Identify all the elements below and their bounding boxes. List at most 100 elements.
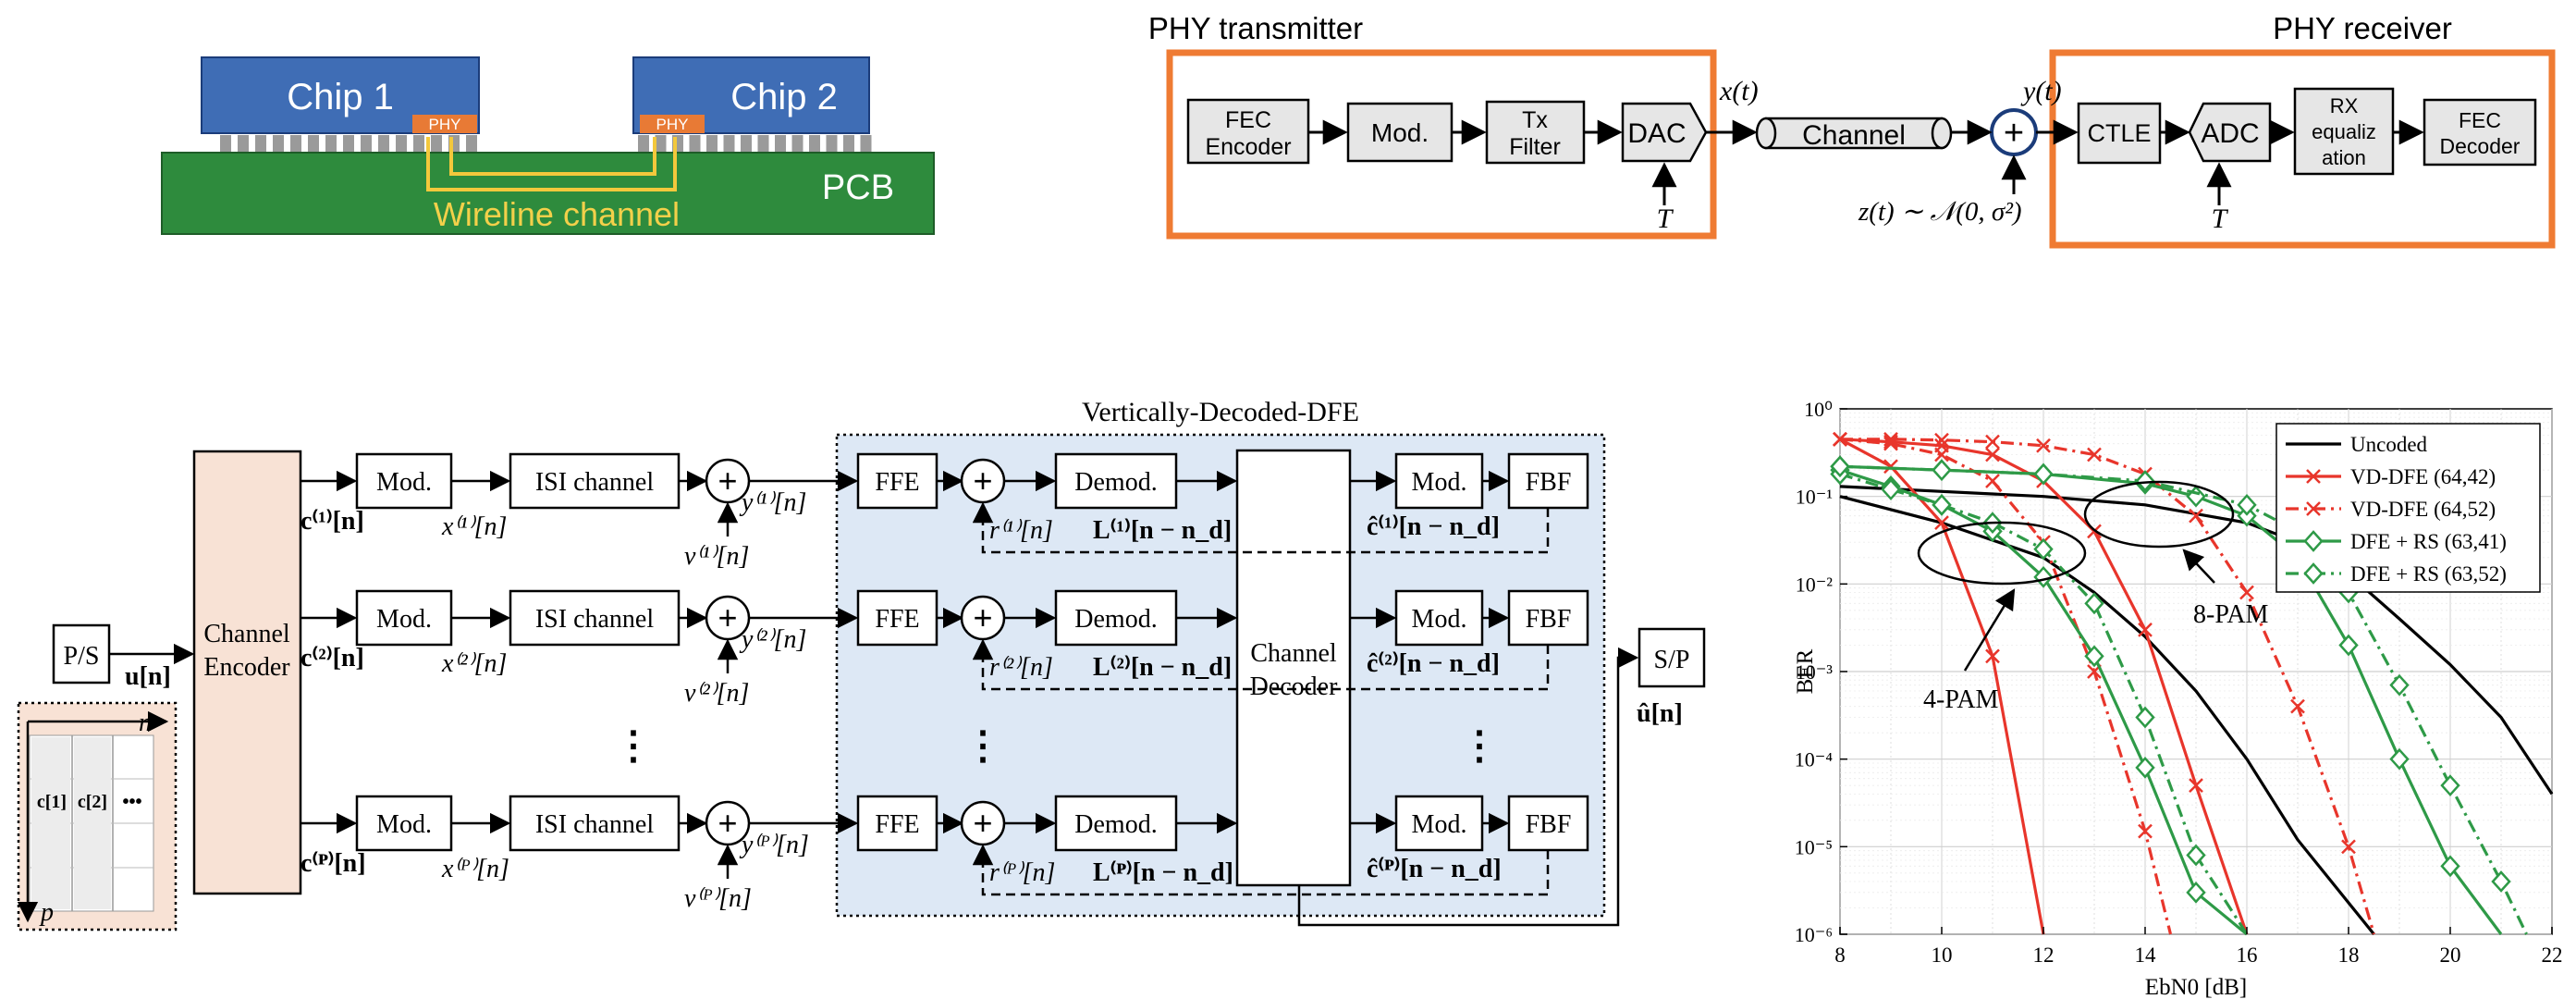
fec-dec-line1: FEC: [2459, 108, 2501, 132]
xt-label: x(t): [1719, 76, 1759, 106]
chip-pin: [809, 135, 820, 152]
series-marker: [2138, 823, 2153, 839]
series-marker: [2135, 706, 2155, 729]
ffe-block: [856, 589, 938, 647]
channel-decoder-block: [1235, 449, 1352, 887]
adder-plus: +: [718, 598, 737, 636]
vd-dfe-title: Vertically-Decoded-DFE: [1082, 397, 1359, 427]
summer-plus: +: [973, 804, 992, 842]
chip-pin: [826, 135, 838, 152]
noise-sample-label: v⁽¹⁾[n]: [684, 542, 749, 571]
pcb-board: [161, 152, 935, 235]
ctle-block: [2077, 102, 2162, 165]
series-marker: [2303, 562, 2324, 585]
phy1-block: [412, 115, 477, 133]
series-marker: [2290, 698, 2305, 714]
adder-plus: +: [718, 804, 737, 842]
series-marker: [1985, 434, 2000, 450]
demod-label: Demod.: [1074, 605, 1157, 634]
encoder-line2: Encoder: [203, 653, 290, 682]
chip-pin: [757, 135, 769, 152]
uhat-label: û[n]: [1637, 699, 1683, 728]
ellipse-4pam: [1917, 521, 2087, 586]
chip-pin: [791, 135, 803, 152]
y-tick-label: 10⁻⁶: [1795, 923, 1833, 946]
chip-pin: [290, 135, 301, 152]
chip-pin: [843, 135, 854, 152]
series-marker: [2033, 565, 2054, 588]
rx-eq-line2: equaliz: [2312, 120, 2376, 143]
residual-label: r⁽²⁾[n]: [989, 653, 1053, 682]
series-marker: [2389, 673, 2410, 697]
fbf-label: FBF: [1526, 605, 1572, 634]
tx-filter-line2: Filter: [1509, 134, 1561, 160]
chip-pin: [308, 135, 319, 152]
tx-filter-line1: Tx: [1522, 107, 1548, 133]
rx-eq-line1: RX: [2330, 94, 2359, 117]
sp-label: S/P: [1654, 646, 1690, 674]
series-marker: [2491, 870, 2511, 893]
series-marker: [1830, 455, 1850, 478]
demod-label: Demod.: [1074, 810, 1157, 839]
symbol-label: x⁽²⁾[n]: [441, 649, 507, 678]
x-tick-label: 8: [1834, 944, 1846, 967]
phy-tx-title: PHY transmitter: [1148, 11, 1363, 45]
adc-block: [2188, 102, 2272, 163]
summer-plus: +: [973, 462, 992, 500]
vd-row-2: Mod.ISI channel+FFE+Demod.Mod.FBFc⁽²⁾[n]…: [301, 589, 1589, 708]
fbf-label: FBF: [1526, 468, 1572, 497]
wire-outer: [426, 137, 677, 191]
phy-chain: PHY transmitter PHY receiver +: [1148, 11, 2556, 249]
feedback-path: [972, 638, 1550, 691]
codeword-label: c⁽ᴾ⁾[n]: [301, 849, 366, 878]
wireline-channel-label: Wireline channel: [434, 195, 680, 233]
demod-block: [1054, 452, 1178, 510]
chip-pin: [655, 135, 667, 152]
phy-tx-frame: [1166, 49, 1717, 240]
remod-label: Mod.: [1412, 468, 1467, 497]
phy-rx-frame: [2049, 49, 2556, 249]
chip-pin: [431, 135, 442, 152]
llr-label: L⁽ᴾ⁾[n − n_d]: [1093, 858, 1233, 887]
series-marker: [1932, 493, 1952, 516]
decision-label: ĉ⁽ᴾ⁾[n − n_d]: [1367, 855, 1502, 883]
isi-channel-block: [509, 589, 681, 647]
series-marker: [1883, 459, 1898, 475]
residual-label: r⁽¹⁾[n]: [989, 516, 1053, 545]
chip-pin: [638, 135, 649, 152]
y-tick-label: 10⁻⁴: [1795, 748, 1834, 771]
series-line: [1839, 495, 2375, 936]
series-marker: [2303, 530, 2324, 552]
feedback-path: [972, 844, 1550, 896]
pcb-panel: Chip 1 Chip 2 PHY PHY PCB Wireline chann…: [161, 56, 935, 235]
yt-label: y(t): [2020, 76, 2062, 106]
feedback-path: [972, 501, 1550, 554]
y-tick-label: 10⁻⁵: [1795, 835, 1833, 858]
mod-label: Mod.: [376, 468, 432, 497]
series-marker: [2389, 747, 2410, 771]
series-marker: [2440, 855, 2460, 878]
series-marker: [2189, 508, 2203, 524]
series-marker: [2341, 839, 2356, 855]
series-marker: [1883, 431, 1898, 447]
series-marker: [2033, 462, 2054, 486]
series-marker: [2084, 645, 2104, 668]
received-label: y⁽²⁾[n]: [739, 625, 806, 654]
isi-channel-block: [509, 452, 681, 510]
series-marker: [1934, 447, 1949, 462]
chip2-label: Chip 2: [730, 77, 838, 117]
vdots-isi: ⋮: [614, 725, 653, 768]
series-marker: [2135, 756, 2155, 779]
series-marker: [2033, 537, 2054, 561]
matrix-col-1: [31, 737, 70, 909]
noise-sample-label: v⁽²⁾[n]: [684, 679, 749, 708]
decoder-to-sp-wire: [1297, 647, 1639, 927]
chip-pin: [378, 135, 389, 152]
chip-pin: [860, 135, 872, 152]
isi-channel-label: ISI channel: [535, 810, 655, 839]
vd-dfe-diagram: Vertically-Decoded-DFE P/S n p c[1] c[2]…: [17, 397, 1706, 931]
chart-legend: [2275, 423, 2541, 593]
dac-label: DAC: [1627, 118, 1686, 149]
